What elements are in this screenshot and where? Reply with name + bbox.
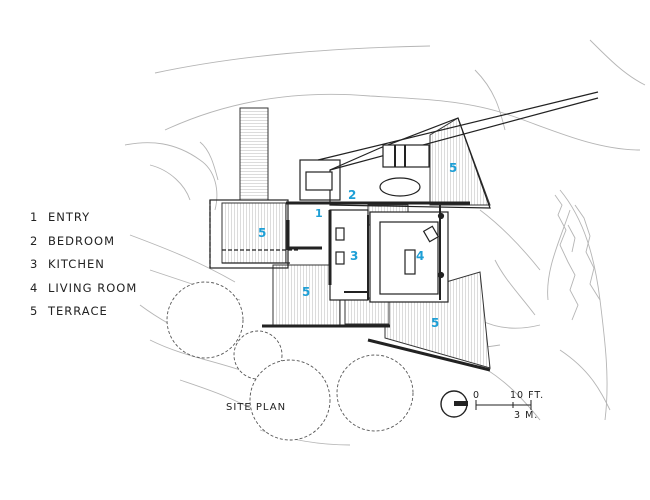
room-numbers: 1 2 3 4 5 5 5 5 xyxy=(258,161,457,330)
north-arrow-icon xyxy=(440,390,468,418)
legend-item-living-room: 4 LIVING ROOM xyxy=(30,277,137,301)
room-number-entry: 1 xyxy=(315,207,323,220)
legend-label: BEDROOM xyxy=(48,233,116,248)
trees xyxy=(166,281,414,441)
canyon-outline xyxy=(554,194,601,321)
legend-item-bedroom: 2 BEDROOM xyxy=(30,230,137,254)
legend-item-kitchen: 3 KITCHEN xyxy=(30,253,137,277)
room-number-terrace-lower-left: 5 xyxy=(302,285,310,299)
legend-label: ENTRY xyxy=(48,210,91,224)
room-number-terrace-lower-right: 5 xyxy=(431,316,439,330)
room-number-bedroom: 2 xyxy=(348,188,356,202)
scale-zero-label: 0 xyxy=(473,390,480,401)
room-legend: 1 ENTRY 2 BEDROOM 3 KITCHEN 4 LIVING ROO… xyxy=(30,206,137,324)
room-number-terrace-upper: 5 xyxy=(449,161,457,175)
legend-label: LIVING ROOM xyxy=(48,280,138,295)
legend-number: 3 xyxy=(30,257,39,271)
legend-item-entry: 1 ENTRY xyxy=(30,206,137,230)
scale-meters-label: 3 M. xyxy=(514,410,538,421)
scale-feet-label: 10 FT. xyxy=(510,390,544,401)
legend-number: 1 xyxy=(30,210,39,224)
room-number-terrace-left: 5 xyxy=(258,226,266,240)
room-number-kitchen: 3 xyxy=(350,249,358,263)
legend-number: 2 xyxy=(30,233,39,248)
scale-bar xyxy=(475,400,532,410)
legend-item-terrace: 5 TERRACE xyxy=(30,300,137,324)
room-number-living-room: 4 xyxy=(416,249,424,263)
building-walls xyxy=(209,91,599,372)
legend-number: 4 xyxy=(30,280,39,295)
legend-label: TERRACE xyxy=(48,304,108,318)
legend-label: KITCHEN xyxy=(48,257,105,271)
plan-title: SITE PLAN xyxy=(226,402,286,413)
legend-number: 5 xyxy=(30,304,39,318)
